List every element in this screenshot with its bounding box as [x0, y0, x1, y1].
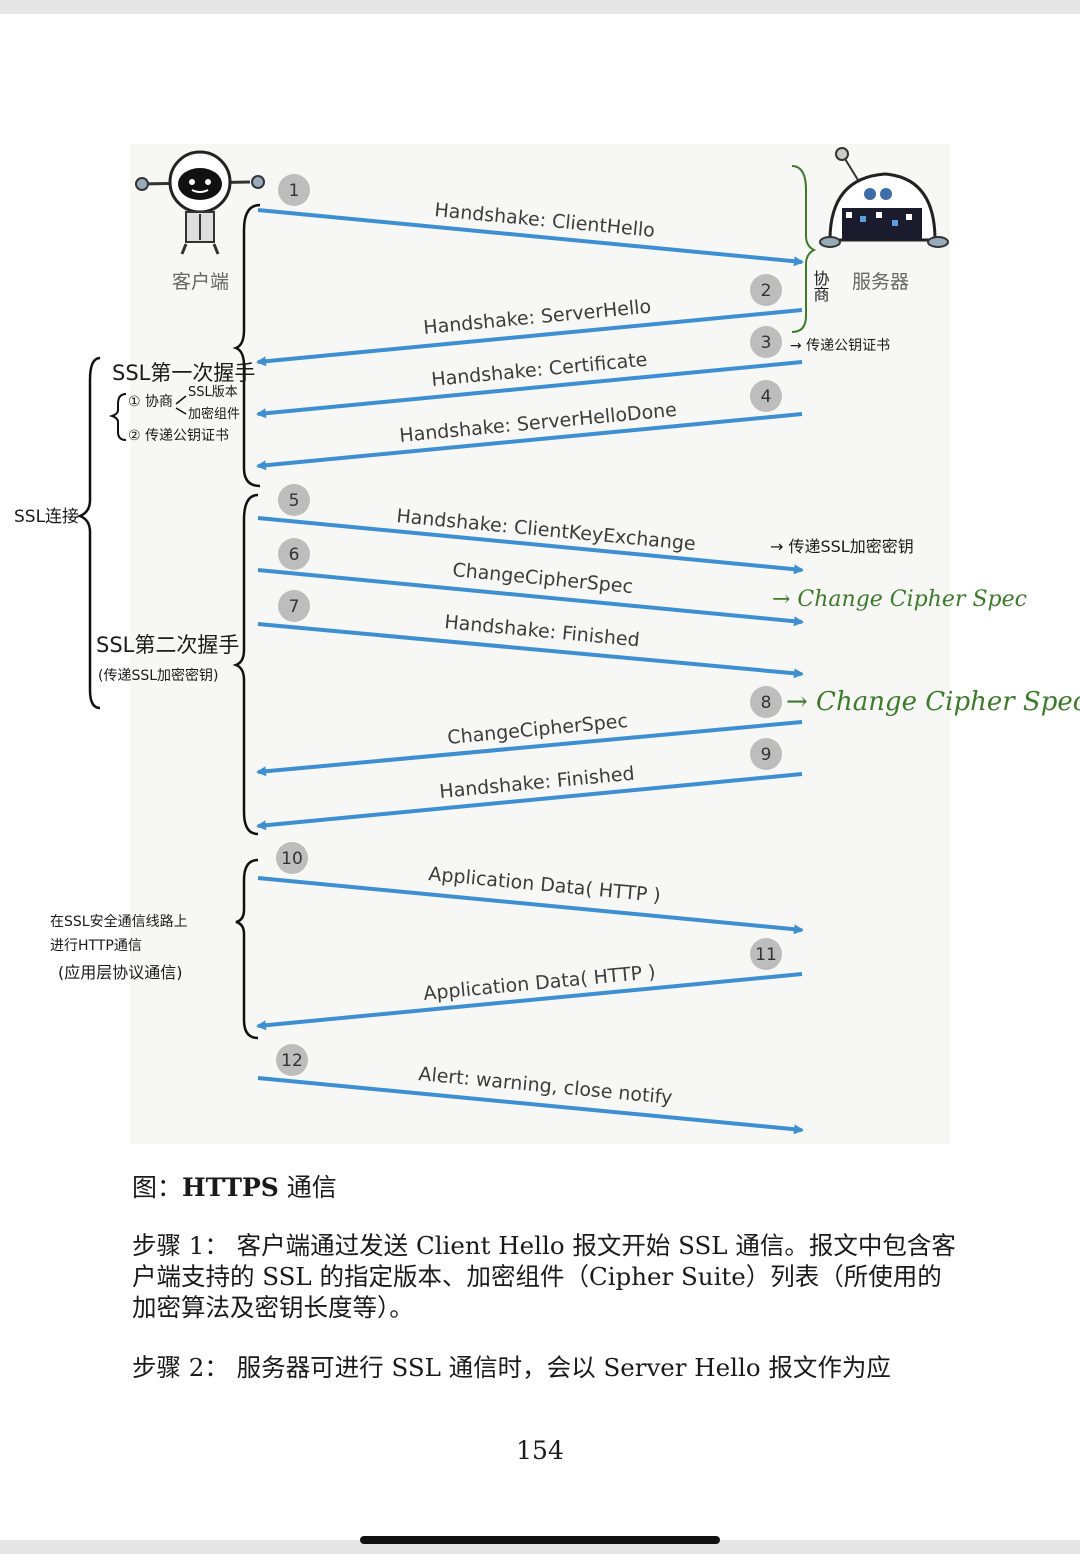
annotation-green-ccs-1: → Change Cipher Spec	[772, 587, 1027, 612]
annotation-green-ccs-2: → Change Cipher Spec	[786, 687, 1080, 717]
page-number: 154	[0, 1436, 1080, 1465]
step-1-label: 步骤 1：	[132, 1231, 229, 1260]
figure-caption: 图：HTTPS 通信	[132, 1168, 337, 1204]
annotation-negotiate-right: 协商	[811, 270, 830, 302]
caption-bold: HTTPS	[182, 1173, 279, 1202]
annotation-app-layer: (应用层协议通信)	[58, 963, 183, 982]
annotation-first-handshake: SSL第一次握手	[112, 361, 255, 385]
brace-ssl-version-lines	[176, 396, 186, 414]
annotation-cipher-suite: 加密组件	[188, 406, 240, 422]
annotation-second-handshake-sub: (传递SSL加密密钥)	[98, 667, 219, 684]
annotation-negotiate: ① 协商	[128, 394, 173, 410]
annotation-second-handshake: SSL第二次握手	[96, 633, 239, 657]
step-1-paragraph: 步骤 1： 客户端通过发送 Client Hello 报文开始 SSL 通信。报…	[132, 1230, 962, 1323]
step-2-label: 步骤 2：	[132, 1353, 229, 1382]
brace-first-handshake	[236, 205, 260, 486]
annotation-green-cert: → 传递公钥证书	[790, 338, 890, 354]
step-2-text: 服务器可进行 SSL 通信时，会以 Server Hello 报文作为应	[229, 1353, 891, 1382]
annotation-ssl-version: SSL版本	[188, 385, 238, 400]
brace-negotiate-small	[112, 394, 126, 440]
brace-second-handshake	[236, 495, 258, 834]
caption-suffix: 通信	[279, 1173, 337, 1202]
annotation-ssl-connection: SSL连接	[14, 507, 79, 527]
step-2-paragraph: 步骤 2： 服务器可进行 SSL 通信时，会以 Server Hello 报文作…	[132, 1352, 962, 1383]
annotation-ssl-line-2: 进行HTTP通信	[50, 938, 142, 954]
caption-prefix: 图：	[132, 1173, 182, 1202]
home-indicator[interactable]	[360, 1536, 720, 1544]
brace-server-negotiate	[792, 166, 814, 332]
annotation-green-key: → 传递SSL加密密钥	[770, 537, 914, 556]
step-1-text: 客户端通过发送 Client Hello 报文开始 SSL 通信。报文中包含客户…	[132, 1231, 956, 1322]
brace-http	[236, 860, 258, 1038]
annotation-ssl-line-1: 在SSL安全通信线路上	[50, 913, 188, 930]
annotation-pass-cert: ② 传递公钥证书	[128, 428, 229, 444]
